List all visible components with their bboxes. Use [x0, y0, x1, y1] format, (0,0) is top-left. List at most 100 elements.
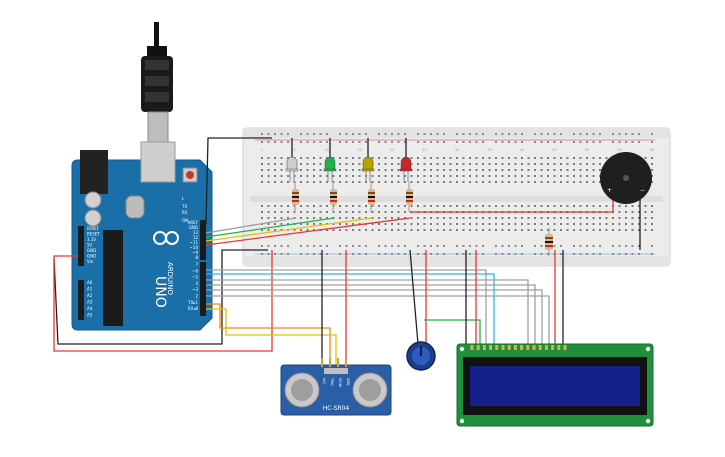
wire-green-led[interactable]	[205, 217, 335, 238]
resistor-backlight[interactable]	[545, 228, 553, 256]
header-pin-label: 4	[195, 281, 198, 286]
arduino-infinity-logo	[153, 231, 179, 245]
column-number: 35	[487, 148, 491, 152]
wire-gray-lcd-1[interactable]	[206, 269, 487, 345]
wire-red-buzzer[interactable]	[410, 195, 614, 213]
lcd-pin[interactable]	[476, 345, 480, 350]
wire-black-ground-loop[interactable]	[53, 249, 268, 345]
header-pin-label: ~10	[190, 245, 199, 250]
ultrasonic-pin[interactable]	[329, 358, 331, 367]
resistor-yellow[interactable]	[368, 182, 375, 212]
header-pin-label: GND	[87, 248, 96, 253]
led-white[interactable]	[285, 156, 299, 182]
ultrasonic-pin-label: VCC	[322, 378, 326, 385]
header-pin-label: RX◂0	[188, 306, 199, 311]
column-number: 50	[585, 148, 589, 152]
rx-label: RX	[182, 210, 188, 215]
column-number: 40	[520, 148, 524, 152]
column-number: 5	[293, 148, 295, 152]
header-pin-label: GND	[189, 225, 198, 230]
column-number: 60	[650, 148, 654, 152]
header-pin-label: A5	[87, 313, 93, 318]
header-pin-label: ~6	[192, 268, 198, 273]
header-pin-label: A1	[87, 287, 93, 292]
lcd-pin[interactable]	[513, 345, 517, 350]
wire-yellow-led[interactable]	[205, 217, 373, 242]
tx-label: TX	[181, 204, 187, 209]
column-number: 55	[617, 148, 621, 152]
led-yellow[interactable]	[361, 156, 375, 182]
lcd-pin[interactable]	[520, 345, 524, 350]
wire-red-led[interactable]	[205, 217, 411, 246]
led-group	[285, 156, 413, 212]
header-pin-label: A2	[87, 293, 93, 298]
led-red[interactable]	[399, 156, 413, 182]
header-pin-label: ~5	[192, 275, 198, 280]
wire-yellow-echo[interactable]	[206, 308, 337, 366]
wire-green-pot[interactable]	[424, 319, 481, 345]
header-pin-label: A0	[87, 280, 93, 285]
usb-connector	[147, 111, 169, 143]
wire-red-5v[interactable]	[53, 250, 273, 352]
piezo-buzzer[interactable]: + −	[600, 152, 652, 204]
wire-cyan-lcd[interactable]	[206, 273, 495, 345]
header-pin-label: Vin	[87, 259, 94, 264]
ultrasonic-pin-labels: VCC TRIG ECHO GND	[321, 358, 350, 388]
lcd-pin[interactable]	[489, 345, 493, 350]
header-pin-label: A3	[87, 300, 93, 305]
header-pin-label: RESET	[87, 232, 100, 237]
ultrasonic-pin[interactable]	[337, 358, 339, 367]
lcd-pin[interactable]	[470, 345, 474, 350]
resistor-green[interactable]	[330, 182, 337, 212]
lcd-pin[interactable]	[551, 345, 555, 350]
ultrasonic-pin-label: ECHO	[338, 378, 342, 388]
lcd-pin[interactable]	[495, 345, 499, 350]
lcd-16x2[interactable]	[456, 343, 654, 427]
ultrasonic-pin[interactable]	[321, 358, 323, 367]
wire-black-pot[interactable]	[409, 249, 419, 345]
wire-gray-lcd-4[interactable]	[206, 289, 543, 345]
ultrasonic-pin[interactable]	[345, 358, 347, 367]
lcd-pin-header	[470, 345, 567, 350]
lcd-screen	[470, 366, 640, 406]
crystal	[125, 195, 145, 219]
lcd-pin[interactable]	[538, 345, 542, 350]
header-pin-label: ~11	[190, 240, 199, 245]
wire-gray-lcd-5[interactable]	[206, 295, 550, 345]
column-number: 25	[422, 148, 426, 152]
lcd-pin[interactable]	[501, 345, 505, 350]
led-green[interactable]	[323, 156, 337, 182]
ultrasonic-pin-label: TRIG	[330, 377, 334, 386]
header-pin-label: ~9	[192, 250, 198, 255]
wire-black-gnd[interactable]	[205, 137, 272, 225]
lcd-pin[interactable]	[482, 345, 486, 350]
header-pin-label: 13	[193, 230, 199, 235]
wire-gray-lcd-2[interactable]	[206, 279, 529, 345]
buzzer-minus-label: −	[640, 187, 645, 194]
wires	[53, 137, 641, 366]
capacitor	[84, 209, 102, 227]
header-pin-label: ~3	[192, 287, 198, 292]
lcd-pin[interactable]	[544, 345, 548, 350]
lcd-pin[interactable]	[532, 345, 536, 350]
ultrasonic-pin-label: GND	[346, 378, 350, 386]
lcd-pin[interactable]	[526, 345, 530, 350]
arduino-brand-text: ARDUINO	[166, 262, 174, 295]
resistor-white[interactable]	[292, 182, 299, 212]
header-pin-label: 12	[193, 235, 199, 240]
wire-orange-trig[interactable]	[206, 303, 331, 366]
lcd-pin[interactable]	[557, 345, 561, 350]
resistor-red[interactable]	[406, 182, 413, 212]
digital-header-top	[200, 220, 206, 260]
lcd-pin[interactable]	[563, 345, 567, 350]
header-pin-label: 7	[195, 262, 198, 267]
wire-gray-led[interactable]	[205, 217, 297, 234]
lcd-pin[interactable]	[507, 345, 511, 350]
potentiometer[interactable]	[406, 341, 436, 371]
wire-gray-lcd-3[interactable]	[206, 284, 536, 345]
buzzer-plus-label: +	[607, 187, 612, 194]
